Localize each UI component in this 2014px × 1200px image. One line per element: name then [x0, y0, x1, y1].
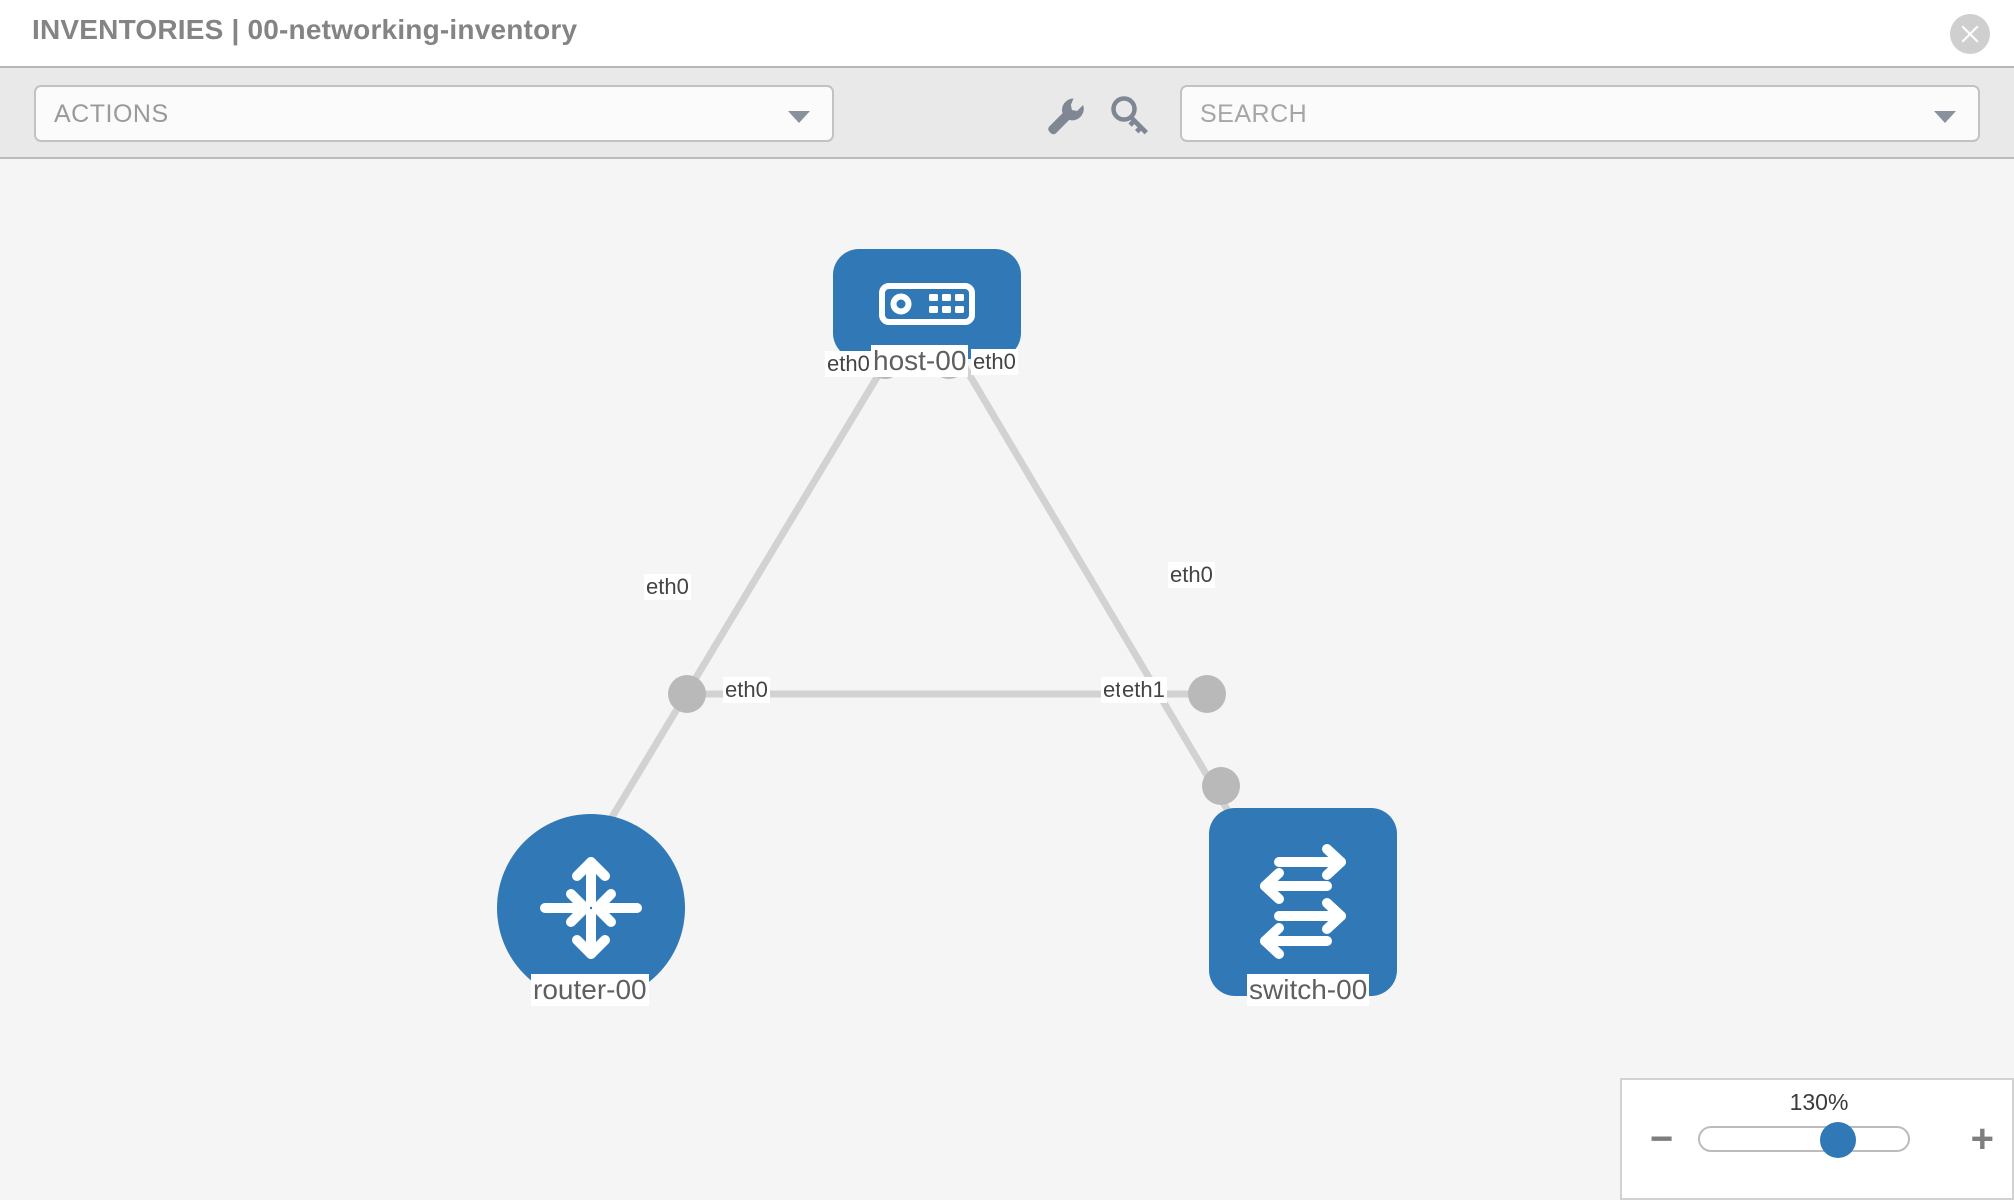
zoom-slider-thumb[interactable] [1820, 1122, 1856, 1158]
node-host-00[interactable] [833, 249, 1021, 359]
page-title: INVENTORIES | 00-networking-inventory [32, 14, 578, 45]
title-bar: INVENTORIES | 00-networking-inventory [0, 0, 2014, 68]
iface-label-router00-right: eth0 [723, 677, 770, 703]
node-switch-00-shape[interactable] [1209, 808, 1397, 996]
switch-icon [1260, 844, 1346, 959]
key-icon[interactable] [1108, 92, 1154, 138]
connector-nub-router00-right[interactable] [668, 675, 706, 713]
topology-canvas[interactable]: host-00 [0, 159, 2014, 1200]
iface-label-switch00-left: eth1 [1120, 677, 1167, 703]
iface-label-host00-right: eth0 [971, 349, 1018, 375]
wrench-icon[interactable] [1040, 92, 1086, 138]
chevron-down-icon [788, 111, 810, 123]
node-switch-00-label: switch-00 [1247, 974, 1370, 1006]
zoom-slider[interactable] [1698, 1122, 1910, 1158]
node-switch-00[interactable] [1209, 808, 1397, 996]
connector-nub-switch00-left[interactable] [1188, 675, 1226, 713]
zoom-panel: 130% − + [1620, 1078, 2014, 1200]
chevron-down-icon [1934, 111, 1956, 123]
search-placeholder: SEARCH [1200, 100, 1308, 128]
iface-label-switch00-up: eth0 [1168, 562, 1215, 588]
link-host00-router00[interactable] [597, 357, 891, 839]
node-router-00-shape[interactable] [497, 814, 685, 1002]
node-router-00[interactable] [497, 814, 685, 1002]
search-input[interactable]: SEARCH [1180, 85, 1980, 142]
server-icon [879, 283, 975, 325]
close-icon[interactable] [1950, 14, 1990, 54]
connector-nub-switch00-top[interactable] [1202, 767, 1240, 805]
router-icon [540, 857, 642, 959]
node-host-00-shape[interactable] [833, 249, 1021, 359]
minus-icon[interactable]: − [1650, 1117, 1674, 1161]
iface-label-host00-left: eth0 [825, 351, 872, 377]
node-host-00-label: host-00 [871, 345, 969, 377]
actions-dropdown[interactable]: ACTIONS [34, 85, 834, 142]
plus-icon[interactable]: + [1970, 1117, 1994, 1161]
link-host00-switch00[interactable] [956, 357, 1244, 833]
iface-label-router00-up: eth0 [644, 574, 691, 600]
zoom-level-value: 130% [1789, 1089, 1849, 1115]
actions-dropdown-label: ACTIONS [54, 100, 169, 128]
toolbar: ACTIONS SEARCH [0, 68, 2014, 159]
node-router-00-label: router-00 [531, 974, 649, 1006]
